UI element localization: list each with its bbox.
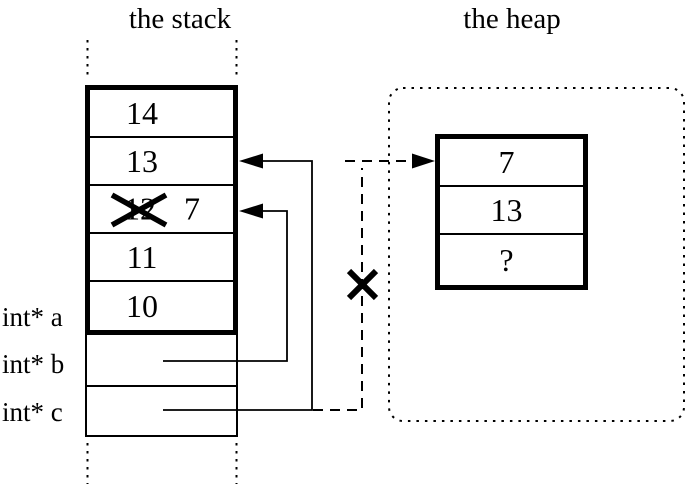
stack-cell: 13 [90, 138, 233, 186]
stack-cell-value: 14 [126, 94, 158, 131]
arrowhead-right-icon [412, 153, 435, 169]
heap-object-box: 7 13 ? [435, 134, 588, 290]
heap-cell: 7 [440, 139, 583, 187]
heap-cell: 13 [440, 187, 583, 235]
stack-cell-value: 10 [126, 287, 158, 324]
heap-dotted-boundary [388, 87, 685, 422]
pointer-b-line [163, 203, 288, 362]
dangling-pointer-dashed-line [313, 160, 414, 411]
heap-title: the heap [463, 3, 561, 35]
heap-cell-value: ? [499, 241, 514, 278]
heap-cell-value: 13 [490, 191, 523, 228]
stack-title: the stack [128, 3, 232, 35]
stack-cell: 14 [90, 90, 233, 138]
stack-cell-value: 13 [126, 142, 158, 179]
pointer-label-b: int* b [2, 349, 65, 379]
invalidated-pointer-x-icon [346, 268, 379, 301]
stack-cell-value: 11 [126, 238, 158, 275]
stack-cell: 11 [90, 234, 233, 282]
heap-cell: ? [440, 235, 583, 285]
var-b-cell [87, 335, 236, 387]
stack-dotted-boundary [86, 40, 238, 484]
crossed-out-value-x-icon [110, 192, 168, 228]
pointer-label-c: int* c [2, 397, 63, 427]
stack-frame-box: 14 13 12 7 11 10 [85, 85, 238, 335]
arrowhead-left-icon [239, 153, 263, 169]
stack-cell: 10 [90, 282, 233, 330]
pointer-variable-cells [85, 335, 238, 437]
pointer-c-line [163, 153, 313, 411]
pointer-label-a: int* a [2, 302, 63, 332]
stack-cell-new-value: 7 [184, 190, 200, 227]
heap-cell-value: 7 [498, 143, 515, 180]
arrowhead-left-icon [239, 203, 263, 219]
